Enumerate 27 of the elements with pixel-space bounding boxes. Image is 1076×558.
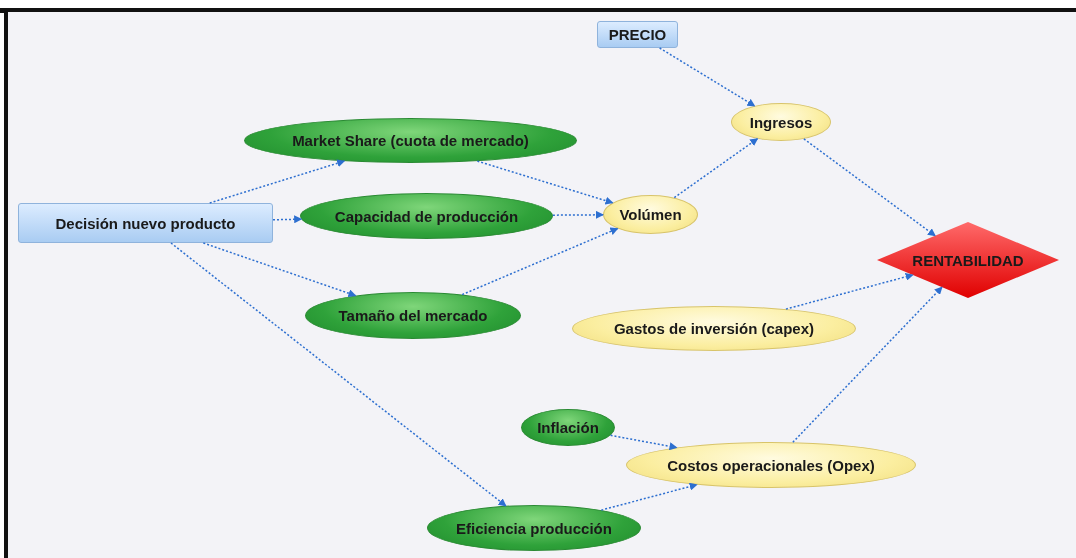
arrow xyxy=(673,138,759,199)
node-label: Volúmen xyxy=(619,206,682,223)
arrow xyxy=(792,286,943,443)
node-label: Eficiencia producción xyxy=(456,519,612,537)
arrow xyxy=(170,242,507,507)
process-box xyxy=(597,21,678,48)
arrow xyxy=(803,138,936,237)
node-label: RENTABILIDAD xyxy=(912,251,1024,269)
arrow xyxy=(476,160,614,205)
arrow xyxy=(609,434,678,451)
arrow xyxy=(658,47,756,107)
node-label: Gastos de inversión (capex) xyxy=(613,320,815,337)
arrow xyxy=(209,159,346,204)
arrow xyxy=(461,227,619,296)
arrow xyxy=(202,242,357,298)
node-label: Capacidad de producción xyxy=(334,207,519,225)
node-label: Market Share (cuota de mercado) xyxy=(292,132,529,149)
node-label: Tamaño del mercado xyxy=(338,307,488,324)
node-label: Costos operacionales (Opex) xyxy=(667,456,875,474)
node-label: PRECIO xyxy=(608,26,667,43)
node-label: Inflación xyxy=(537,419,599,436)
arrow xyxy=(552,210,604,219)
arrow xyxy=(785,272,914,310)
node-label: Decisión nuevo producto xyxy=(55,214,236,232)
arrow xyxy=(600,482,698,511)
process-box xyxy=(18,203,273,243)
node-label: Ingresos xyxy=(749,113,813,131)
